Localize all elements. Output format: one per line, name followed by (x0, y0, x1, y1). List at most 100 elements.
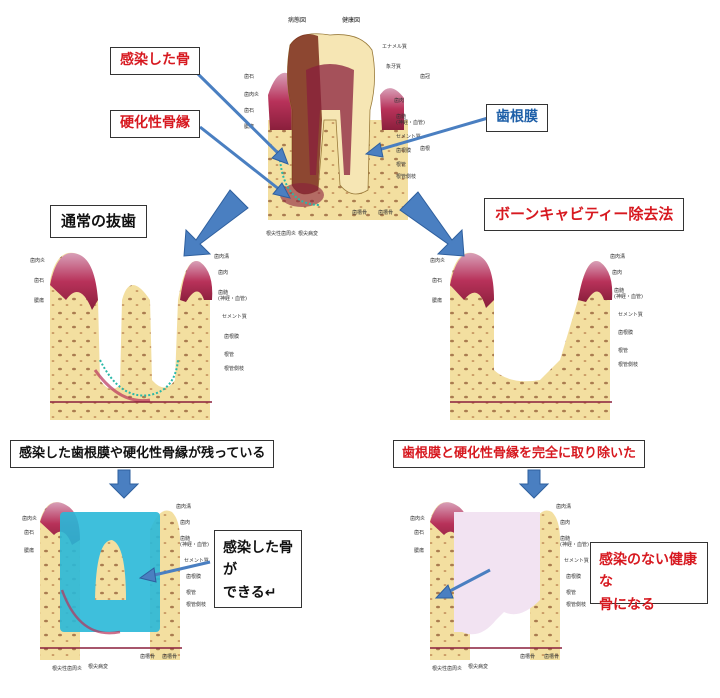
bottom-left-label-bottom-3: 歯槽骨 (140, 653, 155, 660)
top-label-left-1: 歯石 (244, 73, 254, 80)
bottom-left-label-bottom-2: 根尖病変 (88, 663, 108, 670)
mid-right-label-right-7: 根管 (618, 347, 628, 354)
mid-right-label-right-1: 歯肉溝 (610, 253, 625, 260)
top-label-right-8: 根管 (396, 161, 406, 168)
bottom-right-label-left-3: 膿瘍 (414, 547, 424, 554)
bottom-right-label-right-4: (神経・血管) (560, 541, 589, 548)
callout-sclerotic-bone-margin: 硬化性骨縁 (110, 110, 200, 138)
header-left: 病態図 (288, 16, 306, 24)
top-label-right-7: 歯根膜 (396, 147, 411, 154)
mid-left-diagram: 歯肉炎 歯石 膿瘍 歯肉溝 歯肉 歯髄 (神経・血管) セメント質 歯根膜 根管… (30, 252, 247, 420)
mid-right-diagram: 歯肉炎 歯石 膿瘍 歯肉溝 歯肉 歯髄 (神経・血管) セメント質 歯根膜 根管… (430, 252, 643, 420)
bottom-left-label-right-7: 根管 (186, 589, 196, 596)
mid-right-label-right-8: 根管側枝 (618, 361, 638, 368)
bottom-left-label-left-2: 歯石 (24, 529, 34, 536)
bottom-right-label-right-8: 根管側枝 (566, 601, 586, 608)
bottom-right-label-right-2: 歯肉 (560, 519, 570, 526)
mid-right-label-left-1: 歯肉炎 (430, 257, 445, 264)
top-label-left-3: 歯石 (244, 107, 254, 114)
bottom-right-label-left-2: 歯石 (414, 529, 424, 536)
mid-left-label-left-2: 歯石 (34, 277, 44, 284)
arrow-healthy-bone-head (434, 584, 454, 599)
callout-remaining-note: 感染した歯根膜や硬化性骨縁が残っている (10, 440, 275, 469)
bottom-right-label-left-1: 歯肉炎 (410, 515, 425, 522)
bottom-left-label-right-4: (神経・血管) (180, 541, 209, 548)
top-label-bottom-4: 歯槽骨 (378, 209, 393, 216)
arrow-healthy-bone (447, 568, 491, 594)
top-side-label-root: 歯根 (420, 145, 430, 152)
bottom-left-label-right-2: 歯肉 (180, 519, 190, 526)
arrow-blue-bone-head (138, 567, 157, 583)
big-arrow-right (399, 191, 465, 257)
top-label-left-4: 膿瘍 (244, 123, 254, 130)
bottom-right-label-bottom-3: 歯槽骨 (520, 653, 535, 660)
bottom-left-label-right-5: セメント質 (184, 557, 209, 564)
mid-right-label-left-2: 歯石 (432, 277, 442, 284)
bottom-right-diagram: 歯肉炎 歯石 膿瘍 歯肉溝 歯肉 歯髄 (神経・血管) セメント質 歯根膜 根管… (410, 502, 589, 672)
bottom-left-diagram: 歯肉炎 歯石 膿瘍 歯肉溝 歯肉 歯髄 (神経・血管) セメント質 歯根膜 根管… (22, 502, 209, 672)
bottom-right-label-bottom-4: 歯槽骨 (544, 653, 559, 660)
callout-bone-cavity-removal: ボーンキャビティー除去法 (484, 198, 685, 231)
top-tooth-diagram: 病態図 健康図 歯石 歯肉炎 歯石 膿瘍 エナメル質 象牙質 歯肉 歯髄 (神経… (244, 12, 430, 242)
down-arrow-right (518, 469, 550, 499)
bottom-left-label-left-1: 歯肉炎 (22, 515, 37, 522)
arrow-infected-bone-head (271, 147, 289, 165)
mid-right-label-right-5: セメント質 (618, 311, 643, 318)
bottom-left-label-right-1: 歯肉溝 (176, 503, 191, 510)
bottom-right-label-right-3: 歯髄 (560, 535, 570, 542)
header-right: 健康図 (342, 16, 360, 24)
mid-left-label-left-3: 膿瘍 (34, 297, 44, 304)
top-label-right-1: エナメル質 (382, 43, 407, 50)
mid-left-label-right-7: 根管 (224, 351, 234, 358)
arrow-infected-bone (194, 70, 282, 157)
top-side-label-crown: 歯冠 (420, 73, 430, 80)
mid-left-label-right-5: セメント質 (222, 313, 247, 320)
callout-healthy-bone-line2: 骨になる (599, 596, 655, 613)
callout-infected-bone-forms-line2: できる↵ (223, 584, 277, 601)
arrows (108, 70, 550, 599)
top-label-right-6: セメント質 (396, 133, 421, 140)
bottom-right-label-right-6: 歯根膜 (566, 573, 581, 580)
bottom-left-label-bottom-4: 歯槽骨 (162, 653, 177, 660)
mid-left-label-right-2: 歯肉 (218, 269, 228, 276)
top-label-left-2: 歯肉炎 (244, 91, 259, 98)
top-label-right-5: (神経・血管) (396, 119, 425, 126)
mid-left-label-right-8: 根管側枝 (224, 365, 244, 372)
callout-periodontal-ligament: 歯根膜 (486, 104, 548, 132)
mid-left-label-right-4: (神経・血管) (218, 295, 247, 302)
mid-left-label-right-3: 歯髄 (218, 289, 228, 296)
mid-right-label-right-6: 歯根膜 (618, 329, 633, 336)
callout-removed-note: 歯根膜と硬化性骨縁を完全に取り除いた (393, 440, 646, 469)
mid-left-label-right-6: 歯根膜 (224, 333, 239, 340)
down-arrow-left (108, 469, 140, 499)
bottom-right-label-bottom-2: 根尖病変 (468, 663, 488, 670)
bottom-left-label-right-8: 根管側枝 (186, 601, 206, 608)
bottom-right-label-right-5: セメント質 (564, 557, 589, 564)
callout-normal-extraction: 通常の抜歯 (50, 205, 148, 238)
top-label-right-2: 象牙質 (386, 63, 401, 70)
top-label-right-9: 根管側枝 (396, 173, 416, 180)
mid-right-label-right-3: 歯髄 (614, 287, 624, 294)
top-label-right-3: 歯肉 (394, 97, 404, 104)
bottom-left-label-left-3: 膿瘍 (24, 547, 34, 554)
mid-left-label-right-1: 歯肉溝 (214, 253, 229, 260)
bottom-right-label-right-1: 歯肉溝 (556, 503, 571, 510)
callout-infected-bone-forms-line1: 感染した骨が (223, 540, 293, 579)
top-label-bottom-3: 歯槽骨 (352, 209, 367, 216)
callout-healthy-bone-line1: 感染のない健康な (599, 552, 697, 591)
callout-infected-bone-forms: 感染した骨が できる↵ (214, 530, 302, 608)
arrow-sclerotic-head (272, 182, 291, 199)
callout-healthy-bone: 感染のない健康な 骨になる (590, 542, 708, 613)
bottom-left-label-right-3: 歯髄 (180, 535, 190, 542)
arrow-ligament-head (364, 142, 384, 158)
mid-right-label-right-2: 歯肉 (612, 269, 622, 276)
top-label-bottom-1: 根尖性歯周炎 (266, 230, 296, 237)
arrow-sclerotic (199, 125, 281, 192)
mid-left-label-left-1: 歯肉炎 (30, 257, 45, 264)
bottom-right-label-right-7: 根管 (566, 589, 576, 596)
bottom-right-label-bottom-1: 根尖性歯周炎 (432, 665, 462, 672)
mid-right-label-left-3: 膿瘍 (432, 297, 442, 304)
big-arrow-left (183, 189, 249, 257)
bottom-left-label-bottom-1: 根尖性歯周炎 (52, 665, 82, 672)
